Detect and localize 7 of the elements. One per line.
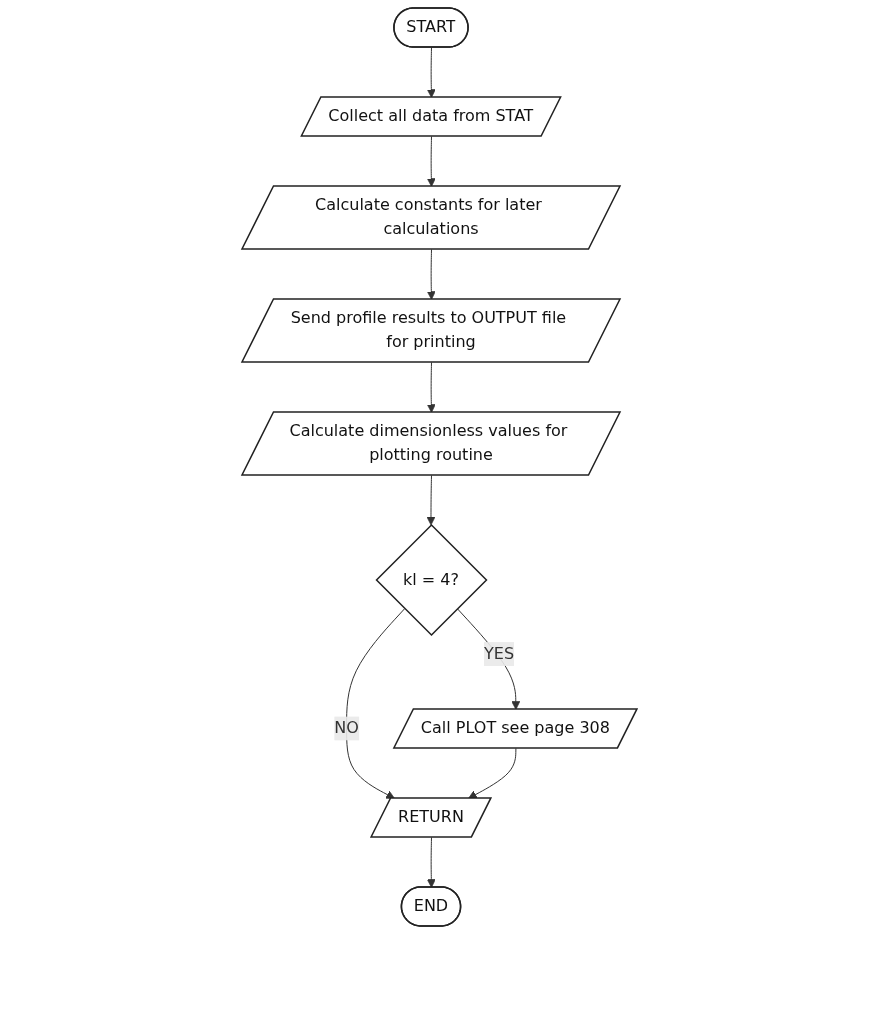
node-diamond: kl = 4? [374, 523, 488, 636]
arrow [426, 475, 435, 526]
edge-label: NO [333, 718, 359, 738]
arrow [345, 608, 405, 799]
arrow [426, 47, 436, 98]
arrow [426, 836, 436, 888]
edge-label: YES [483, 644, 514, 664]
